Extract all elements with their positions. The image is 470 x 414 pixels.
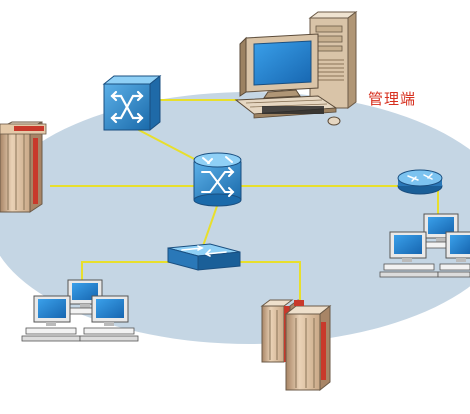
hub-icon[interactable] — [167, 243, 241, 271]
pc-icon — [379, 231, 439, 278]
pc-icon — [21, 295, 81, 342]
network-ellipse — [0, 92, 470, 344]
workstation-icon[interactable] — [234, 11, 358, 126]
link-lines — [50, 99, 439, 304]
link-switch-router — [134, 127, 201, 163]
pc-icon — [79, 295, 139, 342]
pc-group-icon[interactable] — [379, 213, 470, 278]
link-hub-bottom-server — [234, 261, 301, 304]
switch-icon[interactable] — [102, 74, 162, 132]
pc-icon — [437, 231, 470, 278]
management-station-label: 管理端 — [368, 90, 417, 108]
router-icon[interactable] — [193, 152, 242, 207]
server-rack-icon[interactable] — [260, 299, 332, 392]
router-icon[interactable] — [397, 169, 443, 195]
pc-group-icon[interactable] — [21, 279, 139, 342]
link-router-hub — [202, 205, 218, 247]
pc-icon — [61, 279, 109, 315]
server-rack-icon[interactable] — [0, 121, 47, 213]
